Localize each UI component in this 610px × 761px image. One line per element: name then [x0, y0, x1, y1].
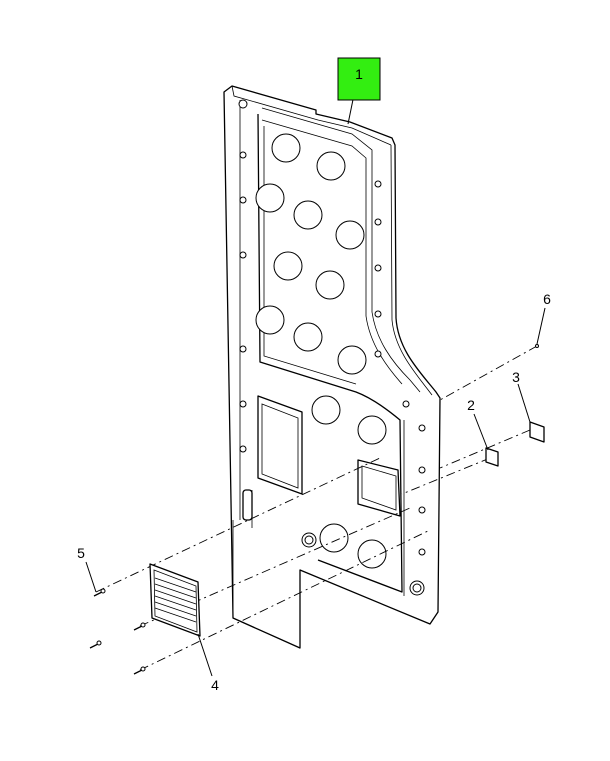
panel-openings: [242, 395, 405, 596]
clip-part-2: [485, 447, 499, 467]
callout-6: 6: [543, 291, 551, 307]
callout-1: 1: [355, 66, 363, 82]
panel-dimples: [255, 133, 387, 569]
mounting-holes: [238, 99, 426, 596]
callout-1-highlight: [337, 57, 381, 101]
callout-3: 3: [512, 369, 520, 385]
center-lines: [95, 345, 538, 671]
pin-part-6: [535, 344, 539, 348]
callout-5: 5: [77, 545, 85, 561]
callout-2: 2: [467, 397, 475, 413]
clip-part-3: [529, 421, 545, 443]
screws: [89, 588, 146, 675]
callout-4: 4: [211, 677, 219, 693]
vent-grille: [149, 563, 201, 637]
